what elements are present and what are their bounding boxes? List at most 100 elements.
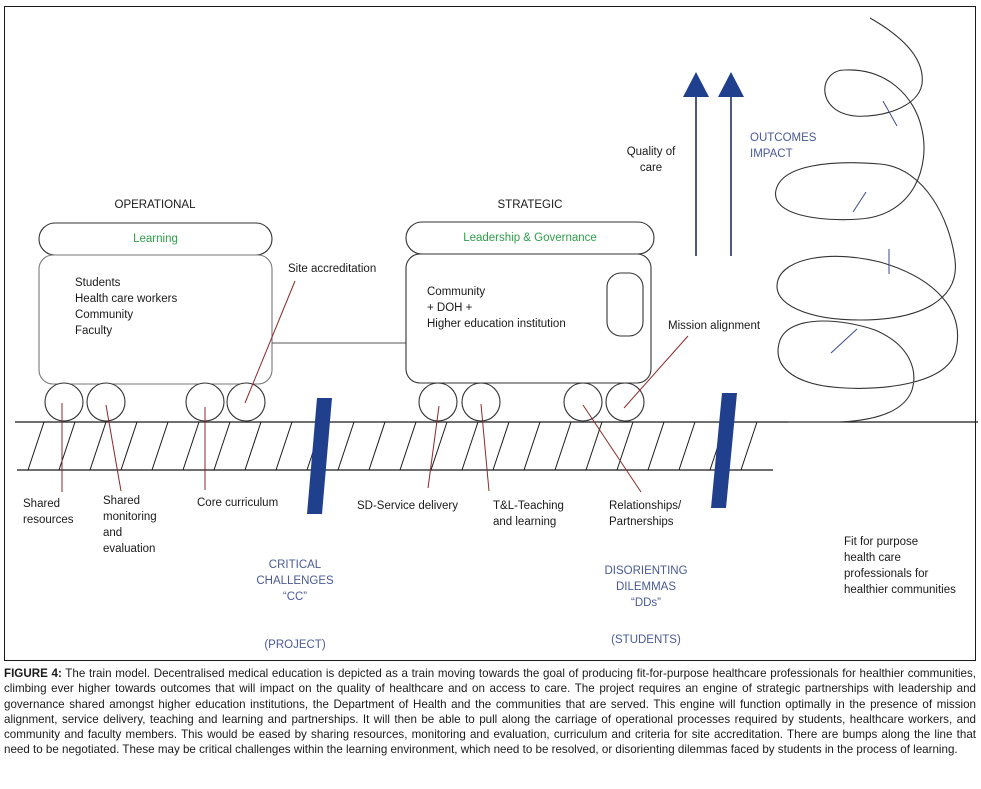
leader-teaching-learning xyxy=(480,403,490,492)
label-line: Relationships/ xyxy=(609,500,682,512)
label-line: evaluation xyxy=(103,543,156,555)
label-line: resources xyxy=(23,514,74,526)
track-sleeper xyxy=(182,421,200,471)
label-line: Quality of xyxy=(626,146,676,158)
label-line: “DDs” xyxy=(630,597,662,609)
wheel xyxy=(563,382,603,422)
label-line: professionals for xyxy=(844,568,929,580)
track-sleeper xyxy=(523,421,541,471)
label-students: (STUDENTS) xyxy=(611,634,681,646)
operational-member: Students xyxy=(75,277,121,289)
spiral-tick xyxy=(852,191,867,213)
bump-disorienting-dilemmas xyxy=(711,393,737,508)
label-line: and xyxy=(103,527,123,539)
strategic-engine xyxy=(405,221,655,384)
label-goal: Fit for purpose health care professional… xyxy=(844,534,956,598)
strategic-heading: STRATEGIC xyxy=(497,199,563,211)
label-line: Shared xyxy=(103,495,141,507)
label-line: Shared xyxy=(23,498,61,510)
leader-relationships xyxy=(582,404,642,493)
label-line: health care xyxy=(844,552,901,564)
strategic-member: Higher education institution xyxy=(427,318,566,330)
track-sleeper xyxy=(647,421,665,471)
track-sleeper xyxy=(151,421,169,471)
label-line: OUTCOMES xyxy=(750,132,817,144)
label-line: CHALLENGES xyxy=(256,575,334,587)
track-sleeper xyxy=(740,421,758,471)
track-sleeper xyxy=(430,421,448,471)
leader-site-accreditation xyxy=(244,280,296,404)
caption-text: The train model. Decentralised medical e… xyxy=(4,667,976,757)
label-shared-monitoring: Shared monitoring and evaluation xyxy=(103,493,157,557)
track-sleeper xyxy=(89,421,107,471)
track-sleeper xyxy=(492,421,510,471)
operational-heading: OPERATIONAL xyxy=(114,199,196,211)
operational-member: Community xyxy=(75,309,134,321)
engine-window xyxy=(606,272,644,337)
label-line: care xyxy=(639,162,663,174)
track-sleeper xyxy=(616,421,634,471)
track-sleeper xyxy=(58,421,76,471)
operational-body xyxy=(38,254,273,385)
railway-track xyxy=(15,421,978,471)
strategic-member: + DOH + xyxy=(427,302,473,314)
label-critical-challenges: CRITICAL CHALLENGES “CC” xyxy=(250,557,340,605)
track-sleeper xyxy=(678,421,696,471)
track-sleeper xyxy=(27,421,45,471)
leader-shared-monitoring xyxy=(105,404,122,492)
label-quality-of-care: Quality of care xyxy=(616,144,686,176)
outcome-arrows xyxy=(683,72,744,256)
spiral-tick-marks xyxy=(830,100,898,354)
spiral-tick xyxy=(882,100,898,127)
arrow-up-icon xyxy=(683,72,709,97)
strategic-member: Community xyxy=(427,286,486,298)
track-sleeper xyxy=(554,421,572,471)
label-line: IMPACT xyxy=(750,148,793,160)
label-line: DILEMMAS xyxy=(615,581,677,593)
wheel xyxy=(44,382,84,422)
strategic-body xyxy=(405,253,652,384)
leader-mission-alignment xyxy=(623,335,689,409)
label-line: healthier communities xyxy=(844,584,956,596)
label-project: (PROJECT) xyxy=(264,639,326,651)
wheel xyxy=(418,382,458,422)
caption-label: FIGURE 4: xyxy=(4,667,62,680)
figure-frame xyxy=(4,6,976,661)
wheel xyxy=(605,382,645,422)
spiral-tick xyxy=(830,328,858,354)
strategic-roof-label: Leadership & Governance xyxy=(463,232,597,244)
operational-roof-label: Learning xyxy=(133,233,178,245)
arrow-up-icon xyxy=(718,72,744,97)
label-line: T&L-Teaching xyxy=(493,500,564,512)
track-sleeper xyxy=(244,421,262,471)
operational-member: Faculty xyxy=(75,325,113,337)
label-service-delivery: SD-Service delivery xyxy=(357,500,458,512)
spiral-track xyxy=(775,17,958,423)
track-sleepers xyxy=(27,421,758,471)
track-sleeper xyxy=(120,421,138,471)
train-diagram xyxy=(15,17,978,514)
bump-critical-challenges xyxy=(307,398,332,514)
label-teaching-learning: T&L-Teaching and learning xyxy=(493,498,564,530)
figure-caption: FIGURE 4: The train model. Decentralised… xyxy=(4,666,976,758)
label-line: Fit for purpose xyxy=(844,536,919,548)
label-mission-alignment: Mission alignment xyxy=(668,320,761,332)
spiral-path xyxy=(775,17,958,423)
label-disorienting-dilemmas: DISORIENTING DILEMMAS “DDs” xyxy=(596,563,696,611)
label-shared-resources: Shared resources xyxy=(23,496,74,528)
wheel xyxy=(86,382,126,422)
strategic-body-text: Community + DOH + Higher education insti… xyxy=(427,284,566,332)
label-site-accreditation: Site accreditation xyxy=(288,263,377,275)
label-line: CRITICAL xyxy=(268,559,322,571)
wheels xyxy=(44,382,645,422)
wheel xyxy=(226,382,266,422)
operational-carriage xyxy=(38,222,273,385)
track-sleeper xyxy=(213,421,231,471)
track-sleeper xyxy=(275,421,293,471)
label-line: Partnerships xyxy=(609,516,674,528)
label-core-curriculum: Core curriculum xyxy=(197,497,279,509)
label-outcomes-impact: OUTCOMES IMPACT xyxy=(750,130,816,162)
label-relationships: Relationships/ Partnerships xyxy=(609,498,681,530)
label-line: DISORIENTING xyxy=(604,565,688,577)
label-line: monitoring xyxy=(103,511,157,523)
